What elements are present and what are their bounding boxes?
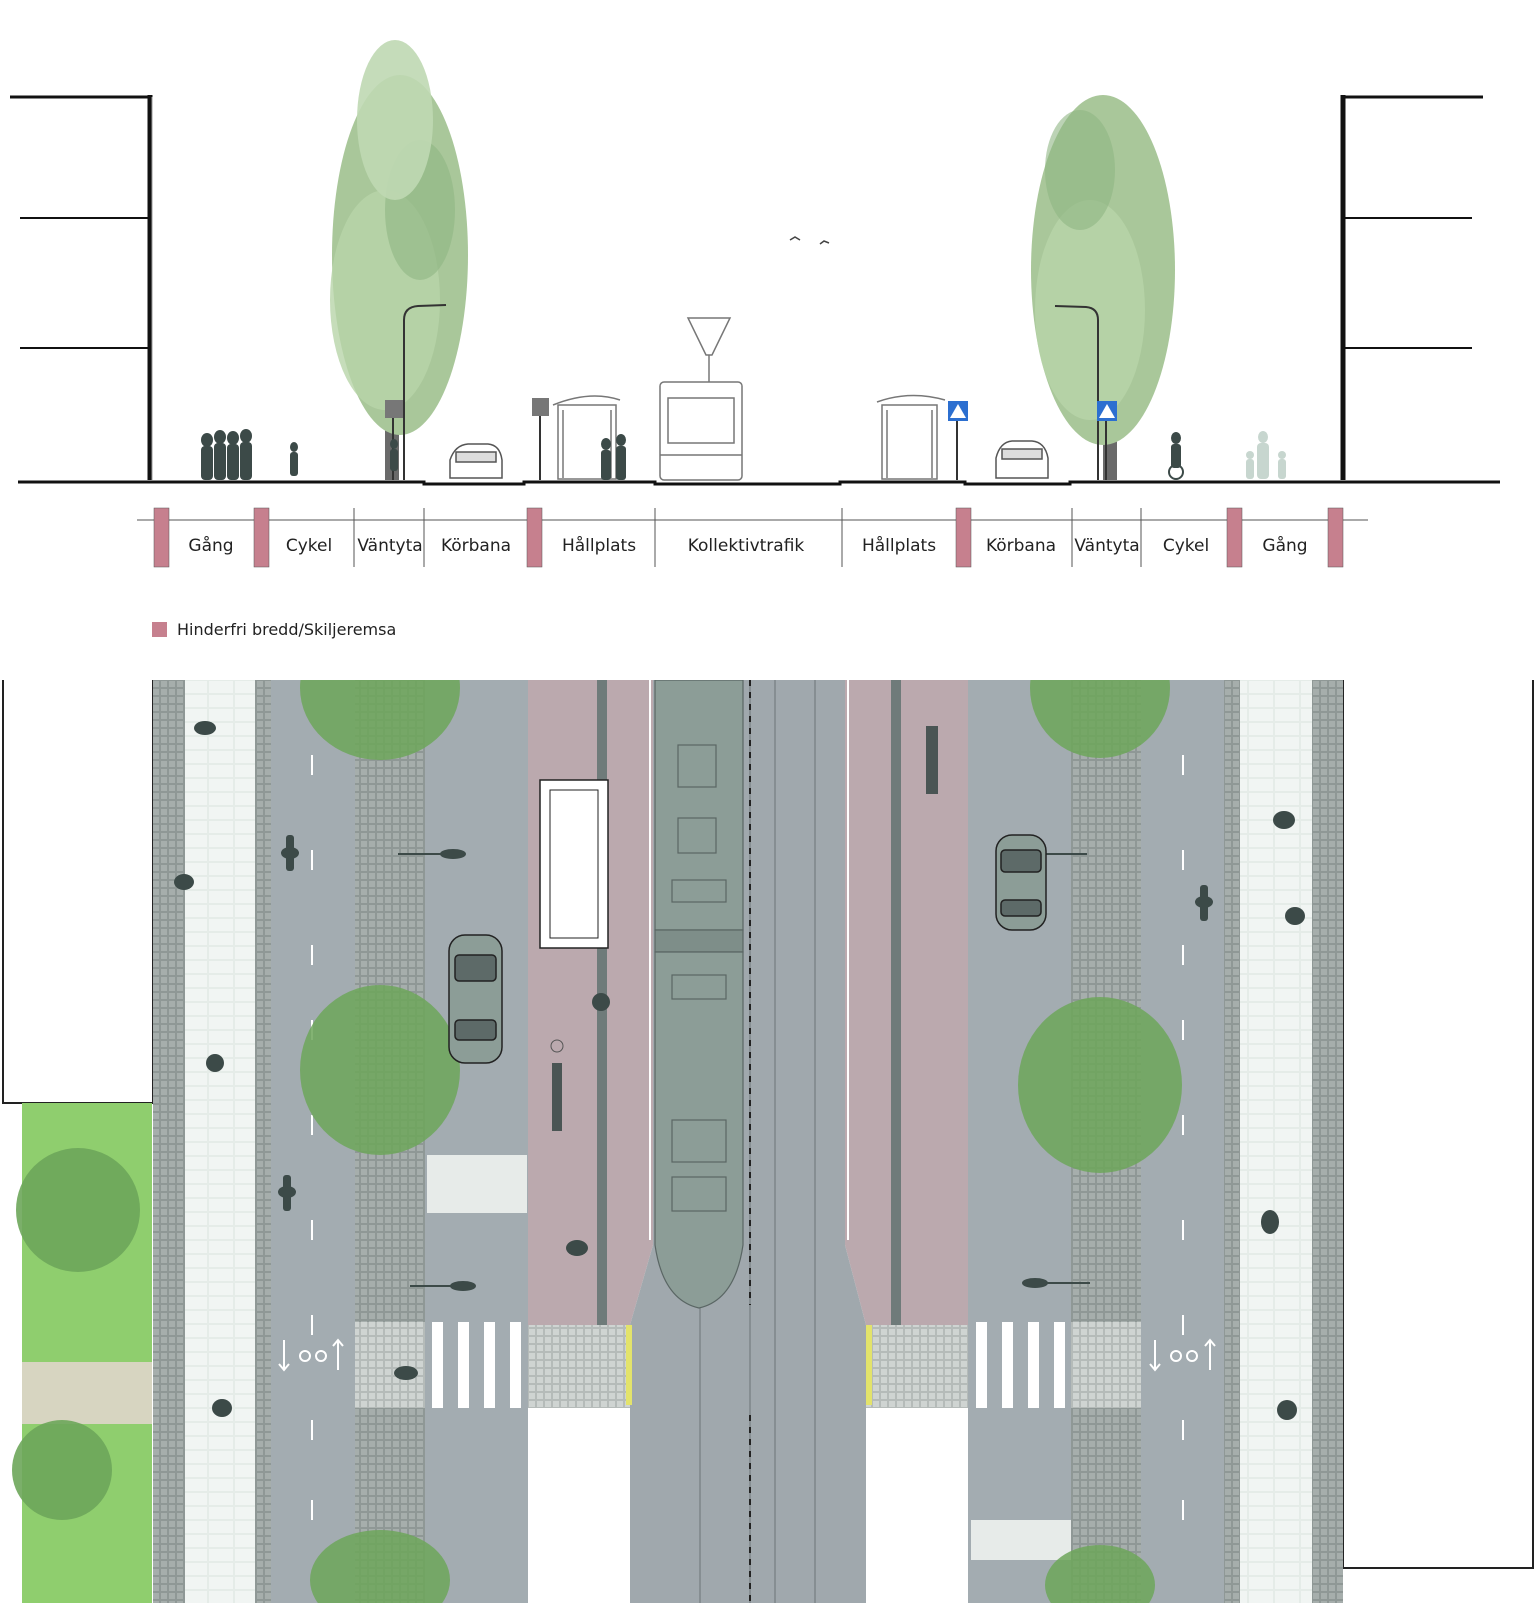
pedestrian-group-left	[201, 429, 252, 480]
building-left	[2, 669, 154, 1104]
tactile-strip-right	[866, 1325, 872, 1405]
cyclists-top-view	[278, 835, 1213, 1211]
zone-label-bike-left: Cykel	[285, 536, 333, 556]
bike-lane-dashes	[311, 755, 1184, 1520]
park-tree	[16, 1148, 140, 1272]
ground-line	[18, 480, 1500, 486]
gravel-path	[22, 1362, 152, 1424]
zebra-crossing-right	[976, 1322, 1065, 1408]
crossing-area-left-platform	[528, 1325, 630, 1408]
car-top-view-right	[995, 834, 1047, 931]
street-cross-section: Gång Cykel Väntyta Körbana Hållplats Kol…	[0, 0, 1535, 600]
crossing-area-left	[355, 1322, 425, 1408]
right-building	[1340, 95, 1483, 480]
car-right	[995, 440, 1049, 479]
sidewalk-pavers-right	[1240, 680, 1312, 1603]
bench-right	[926, 726, 938, 794]
bin-icon	[550, 1039, 564, 1053]
car-left	[449, 443, 503, 479]
park-tree	[12, 1420, 112, 1520]
zone-label-waiting-right: Väntyta	[1074, 536, 1140, 556]
street-lamp-top-view	[398, 849, 1090, 1291]
zone-label-road-right: Körbana	[985, 536, 1057, 556]
tactile-paving-left	[427, 1155, 527, 1213]
stop-sign-left	[532, 398, 549, 480]
stop-platform-right	[845, 680, 968, 1325]
left-building	[10, 95, 153, 480]
crossing-area-right	[1071, 1322, 1141, 1408]
sidewalk-cobble-left-2	[255, 680, 271, 1603]
crossing-sign-icon	[1097, 401, 1117, 480]
bike-crossing-symbol-right	[1149, 1338, 1216, 1372]
sidewalk-pavers-left	[185, 680, 255, 1603]
zebra-crossing-left	[432, 1322, 521, 1408]
bus-shelter-right	[876, 394, 946, 480]
dimension-line	[137, 508, 1368, 567]
tactile-paving-right	[971, 1520, 1071, 1560]
street-plan-view	[0, 616, 1535, 1607]
bike-crossing-symbol-left	[278, 1338, 344, 1372]
plan-drawing	[2, 616, 1534, 1607]
shelter-roof-outline	[549, 789, 599, 939]
legend: Hinderfri bredd/Skiljeremsa	[152, 620, 396, 639]
child-silhouette-left	[290, 442, 298, 476]
crossing-area-right-platform	[866, 1325, 968, 1408]
zone-label-walk-left: Gång	[188, 536, 234, 556]
tree-left	[330, 40, 468, 480]
cyclist-silhouette-left	[390, 439, 398, 471]
zone-label-stop-left: Hållplats	[561, 536, 637, 556]
birds	[789, 236, 830, 245]
sidewalk-cobble-left	[153, 680, 185, 1603]
sidewalk-cobble-right-2	[1312, 680, 1343, 1603]
zone-label-waiting-left: Väntyta	[357, 536, 423, 556]
car-top-view-left	[448, 934, 503, 1064]
tactile-strip-left	[626, 1325, 632, 1405]
bus-shelter-left	[539, 779, 609, 949]
building-right	[1342, 667, 1534, 1569]
bench-left	[552, 1063, 562, 1131]
sidewalk-cobble-right	[1224, 680, 1240, 1603]
zone-label-stop-right: Hållplats	[861, 536, 937, 556]
tram-top-view	[654, 679, 744, 1309]
zone-label-transit: Kollektivtrafik	[687, 536, 805, 556]
tree-right	[1031, 95, 1175, 480]
stop-platform-left	[528, 680, 653, 1325]
zone-label-walk-right: Gång	[1262, 536, 1308, 556]
legend-label: Hinderfri bredd/Skiljeremsa	[177, 620, 397, 639]
roadway-left	[425, 680, 528, 1603]
pedestrian-ghost-right	[1246, 431, 1286, 479]
cross-section-drawing	[10, 40, 1500, 568]
platform-tactile-right	[891, 680, 901, 1325]
obstacle-free-strips	[153, 507, 1344, 568]
waiting-people-left	[601, 434, 626, 480]
legend-swatch	[152, 622, 167, 637]
zone-label-road-left: Körbana	[440, 536, 512, 556]
crossing-sign-icon	[948, 401, 968, 480]
street-lamp-left	[403, 304, 447, 480]
street-lamp-right	[1054, 305, 1099, 480]
zone-label-bike-right: Cykel	[1162, 536, 1210, 556]
tram-front	[659, 317, 743, 481]
cyclist-silhouette-right	[1168, 432, 1184, 480]
people-top-view	[174, 721, 1305, 1420]
